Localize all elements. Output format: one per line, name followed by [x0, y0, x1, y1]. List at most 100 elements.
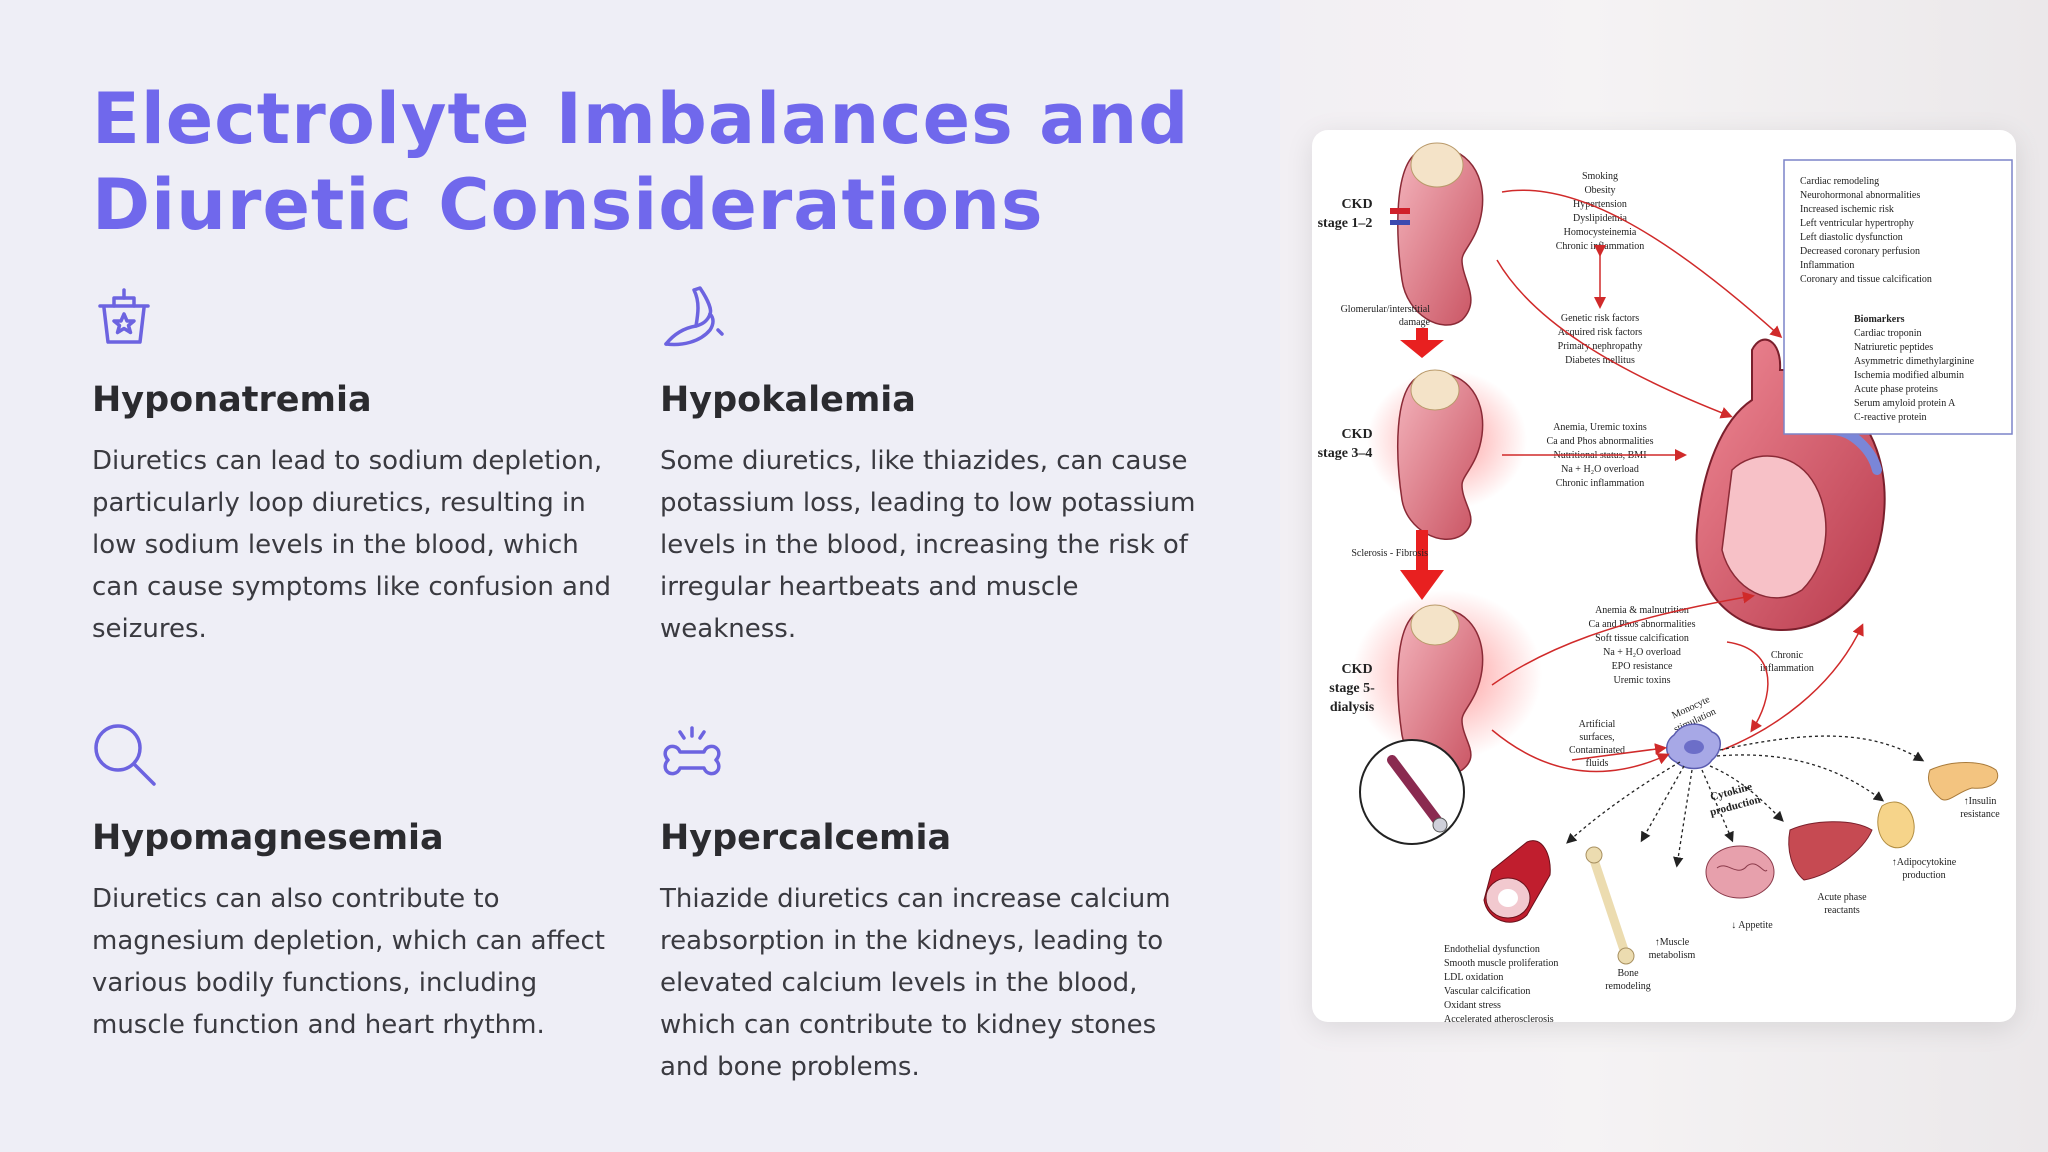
stage-2-factor: Anemia, Uremic toxins: [1553, 422, 1647, 433]
page-title: Electrolyte Imbalances and Diuretic Cons…: [92, 78, 1190, 246]
stage-2-sublabel: stage 3–4: [1318, 446, 1373, 461]
trash-bin-star-icon: [98, 288, 150, 344]
pancreas-icon: [1927, 762, 1999, 801]
stage-3-factor: Soft tissue calcification: [1595, 633, 1689, 644]
card-hypokalemia: Hypokalemia Some diuretics, like thiazid…: [660, 284, 1200, 644]
liver-icon: [1788, 821, 1873, 881]
vessel-effect: Accelerated atherosclerosis: [1444, 1014, 1554, 1022]
vessel-effect: Smooth muscle proliferation: [1444, 958, 1558, 969]
blood-vessel-icon: [1483, 840, 1551, 923]
kidney-stage-1-icon: [1390, 142, 1484, 326]
ckd-cardiovascular-diagram: CKD stage 1–2 CKD stage 3–4 CKD stage 5-…: [1312, 130, 2016, 1022]
stage-3-factor: EPO resistance: [1612, 661, 1673, 672]
magnifier-icon: [94, 724, 156, 786]
brain-icon: [1705, 845, 1775, 899]
sclerosis-label: Sclerosis - Fibrosis: [1351, 548, 1428, 559]
genetic-factor: Acquired risk factors: [1558, 327, 1643, 338]
card-heading: Hypomagnesemia: [92, 818, 444, 858]
cardiac-effect: Coronary and tissue calcification: [1800, 274, 1932, 285]
cardiac-effect: Inflammation: [1800, 260, 1854, 271]
kidney-stage-3-icon: [1352, 590, 1542, 775]
bone-diagram-icon: [1585, 846, 1635, 965]
artificial-label: surfaces,: [1579, 732, 1614, 743]
biomarker: Natriuretic peptides: [1854, 342, 1933, 353]
artificial-label: fluids: [1586, 758, 1609, 769]
artificial-label: Artificial: [1579, 719, 1616, 730]
biomarker: Ischemia modified albumin: [1854, 370, 1964, 381]
stage-2-factor: Chronic inflammation: [1556, 478, 1645, 489]
stage-1-label: CKD: [1341, 197, 1372, 212]
biomarker: C-reactive protein: [1854, 412, 1926, 423]
biomarker: Serum amyloid protein A: [1854, 398, 1956, 409]
insulin-label: ↑Insulin: [1964, 796, 1997, 807]
card-body: Some diuretics, like thiazides, can caus…: [660, 446, 1196, 644]
bone-label-2: remodeling: [1605, 981, 1651, 992]
risk-factor: Dyslipidemia: [1573, 213, 1627, 224]
risk-factor-list: Smoking Obesity Hypertension Dyslipidemi…: [1556, 171, 1645, 252]
stage-3-label: CKD: [1341, 662, 1372, 677]
cytokine-arrows: [1566, 735, 1925, 868]
card-heading: Hypokalemia: [660, 380, 916, 420]
monocyte-cell-icon: [1666, 723, 1721, 770]
bone-label: Bone: [1617, 968, 1639, 979]
damage-label-2: damage: [1399, 317, 1431, 328]
biomarkers-title: Biomarkers: [1854, 314, 1905, 325]
liver-label: Acute phase: [1817, 892, 1867, 903]
vessel-effect: Vascular calcification: [1444, 986, 1530, 997]
cardiac-effect: Neurohormonal abnormalities: [1800, 190, 1920, 201]
risk-factor: Smoking: [1582, 171, 1618, 182]
causal-arrows: [1491, 189, 1864, 773]
muscle-label: ↑Muscle: [1655, 937, 1690, 948]
risk-factor: Chronic inflammation: [1556, 241, 1645, 252]
stage-2-factor: Ca and Phos abnormalities: [1547, 436, 1654, 447]
adipose-tissue-icon: [1877, 801, 1915, 849]
stage-3-sublabel: stage 5-: [1329, 681, 1375, 696]
stage-3-factor: Na + H₂O overload: [1603, 647, 1681, 658]
biomarker: Asymmetric dimethylarginine: [1854, 356, 1975, 367]
biomarker: Cardiac troponin: [1854, 328, 1921, 339]
stage-2-label: CKD: [1341, 427, 1372, 442]
cardiac-effect: Cardiac remodeling: [1800, 176, 1879, 187]
damage-label: Glomerular/interstitial: [1341, 304, 1431, 315]
risk-factor: Hypertension: [1573, 199, 1627, 210]
dialysis-tube-icon: [1359, 739, 1465, 845]
card-hyponatremia: Hyponatremia Diuretics can lead to sodiu…: [92, 284, 632, 644]
stage-3-factor: Ca and Phos abnormalities: [1589, 619, 1696, 630]
banana-icon: [664, 286, 724, 347]
risk-factor: Obesity: [1584, 185, 1615, 196]
cardiac-effect: Decreased coronary perfusion: [1800, 246, 1920, 257]
stage-2-factor: Na + H₂O overload: [1561, 464, 1639, 475]
card-body: Thiazide diuretics can increase calcium …: [660, 884, 1171, 1082]
card-heading: Hypercalcemia: [660, 818, 952, 858]
diagram-canvas: CKD stage 1–2 CKD stage 3–4 CKD stage 5-…: [1318, 142, 2013, 1022]
stage-3-sublabel2: dialysis: [1330, 700, 1375, 715]
cardiac-effect: Left ventricular hypertrophy: [1800, 218, 1914, 229]
stage-1-sublabel: stage 1–2: [1318, 216, 1373, 231]
cardiac-effects-box: [1783, 159, 2013, 435]
appetite-label: ↓ Appetite: [1731, 920, 1773, 931]
card-heading: Hyponatremia: [92, 380, 372, 420]
risk-factor: Homocysteinemia: [1564, 227, 1637, 238]
artificial-label: Contaminated: [1569, 745, 1625, 756]
bone-icon: [663, 726, 721, 776]
progression-arrow-2: [1400, 530, 1444, 600]
insulin-label-2: resistance: [1960, 809, 2000, 820]
card-body: Diuretics can also contribute to magnesi…: [92, 884, 605, 1040]
stage-3-factor: Anemia & malnutrition: [1595, 605, 1689, 616]
vessel-effect: Oxidant stress: [1444, 1000, 1501, 1011]
adipo-label-2: production: [1902, 870, 1945, 881]
muscle-label-2: metabolism: [1649, 950, 1696, 961]
kidney-stage-2-icon: [1367, 369, 1527, 540]
chronic-inflammation-label-2: inflammation: [1760, 663, 1814, 674]
cardiac-effect: Increased ischemic risk: [1800, 204, 1894, 215]
genetic-factor: Genetic risk factors: [1561, 313, 1639, 324]
cardiac-effect: Left diastolic dysfunction: [1800, 232, 1903, 243]
biomarker: Acute phase proteins: [1854, 384, 1938, 395]
adipo-label: ↑Adipocytokine: [1892, 857, 1957, 868]
progression-arrow-1: [1400, 328, 1444, 358]
vessel-effect: Endothelial dysfunction: [1444, 944, 1540, 955]
chronic-inflammation-label: Chronic: [1771, 650, 1804, 661]
card-body: Diuretics can lead to sodium depletion, …: [92, 446, 611, 644]
card-hypercalcemia: Hypercalcemia Thiazide diuretics can inc…: [660, 722, 1200, 1082]
card-hypomagnesemia: Hypomagnesemia Diuretics can also contri…: [92, 722, 632, 1040]
